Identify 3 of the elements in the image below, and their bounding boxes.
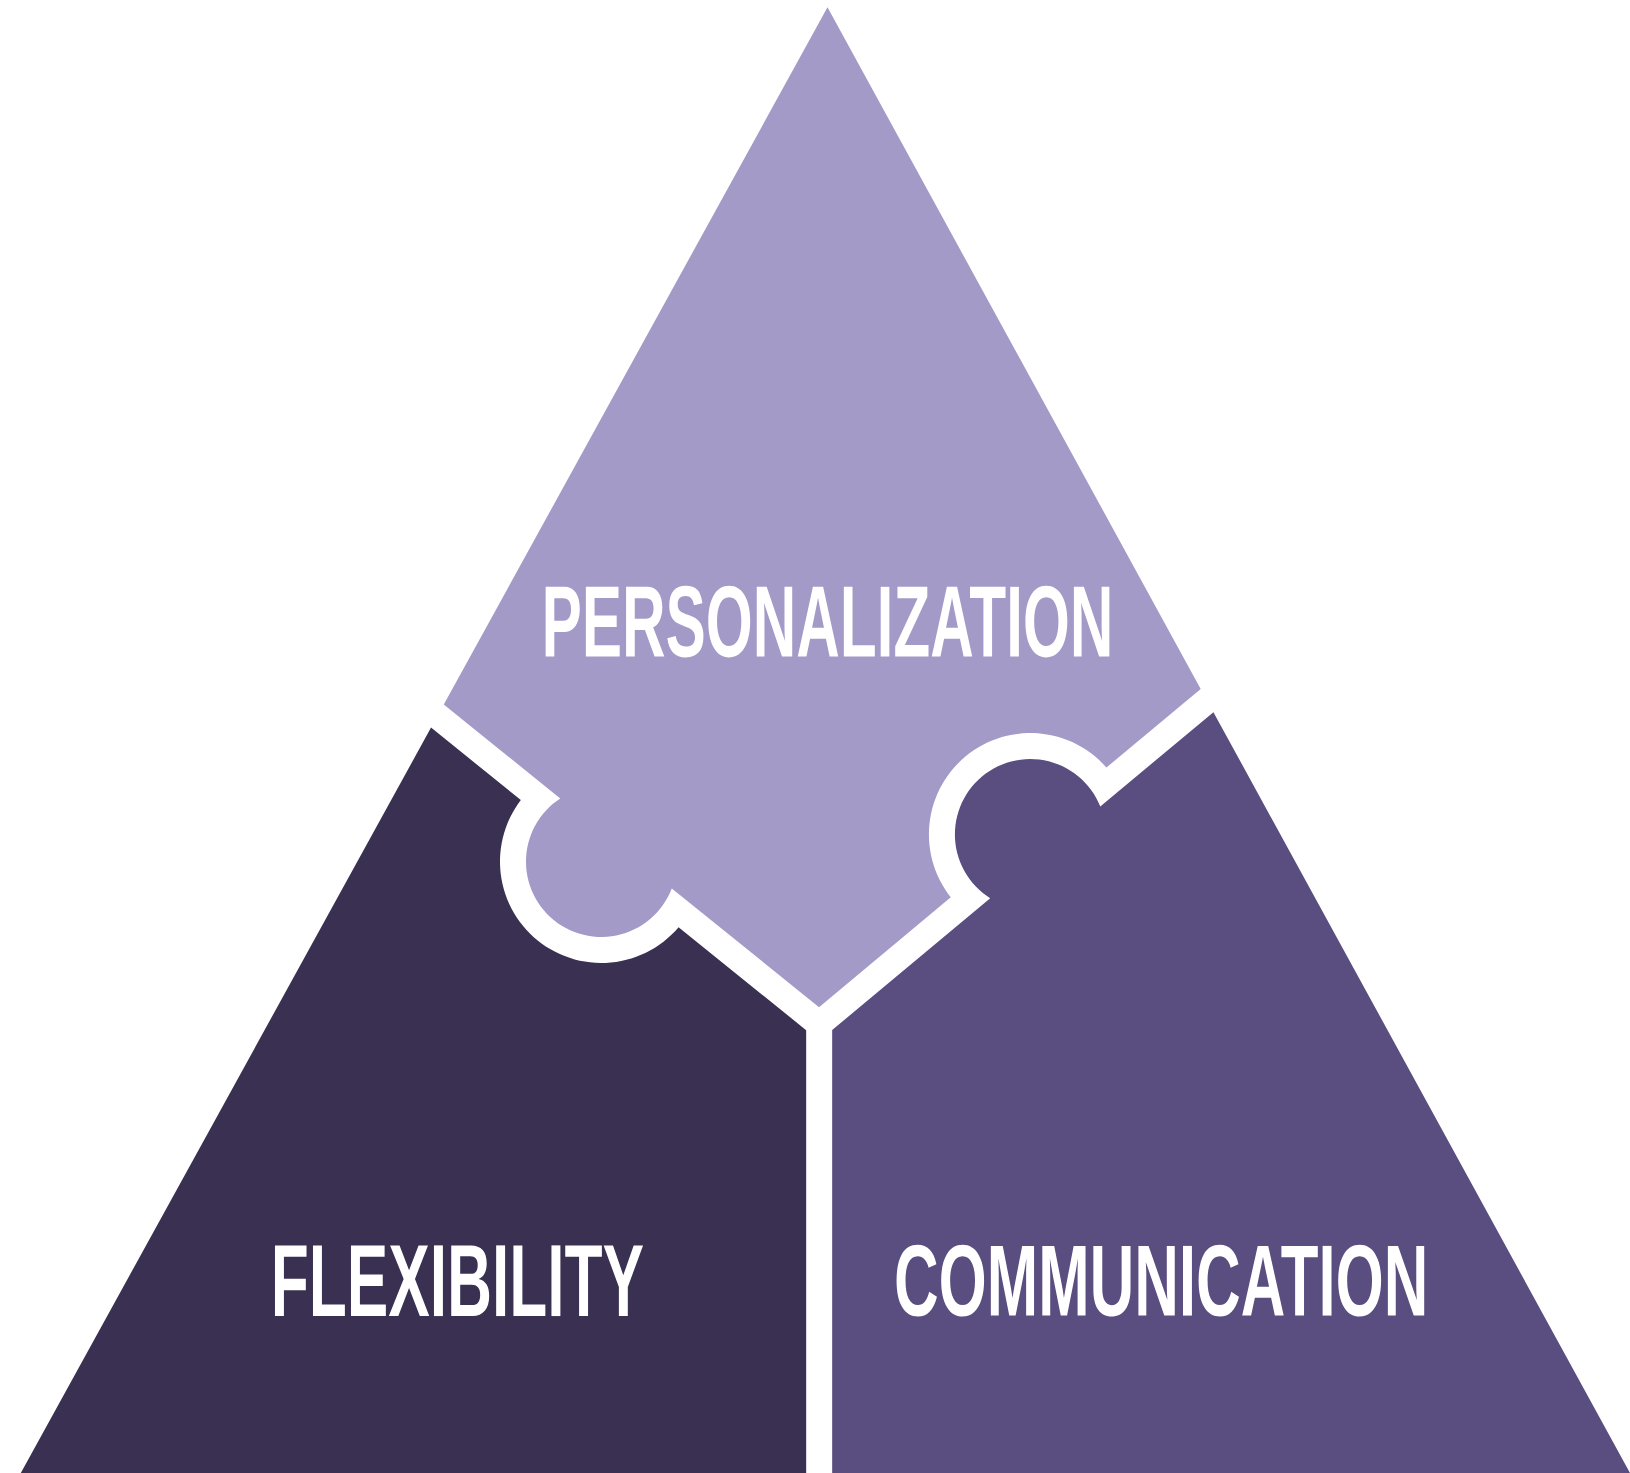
puzzle-piece: PERSONALIZATION (443, 7, 1201, 1008)
puzzle-piece: FLEXIBILITY (20, 727, 807, 1473)
puzzle-piece: COMMUNICATION (832, 712, 1630, 1473)
